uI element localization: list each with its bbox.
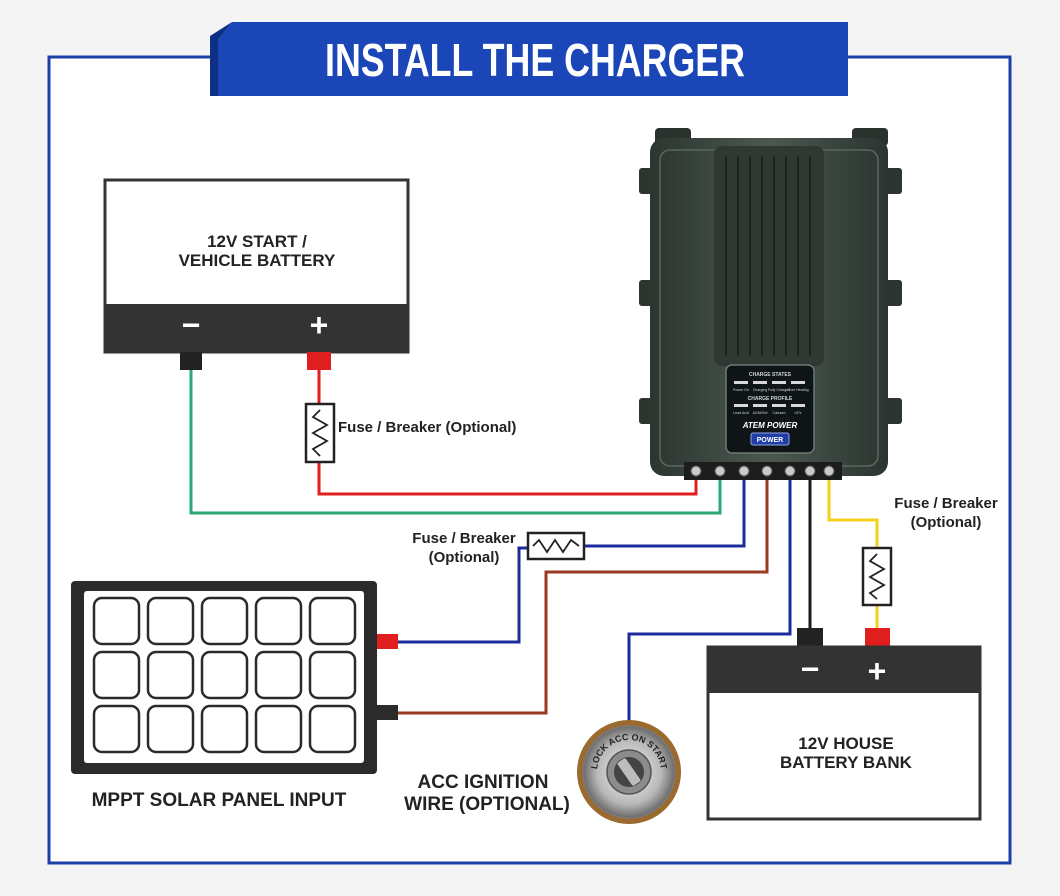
solar-cell: [308, 650, 357, 700]
solar-cell: [308, 704, 357, 754]
charge-state-4: Over Heating: [787, 388, 808, 392]
solar-cell: [92, 596, 141, 646]
fuse-solar-label-line1: Fuse / Breaker: [412, 530, 516, 547]
house-battery-negative-terminal: [797, 628, 823, 647]
solar-negative-terminal: [377, 705, 398, 720]
fuse-solar-label-line2: (Optional): [429, 549, 500, 566]
start-battery-negative-terminal: [180, 352, 202, 370]
charge-state-1: Power On: [733, 388, 749, 392]
ignition-label-line1: ACC IGNITION: [418, 772, 549, 793]
ignition-switch: LOCK ACC ON START ACC IGNITION WIRE (OPT…: [404, 720, 681, 824]
charge-profile-4: LiFe: [795, 411, 802, 415]
solar-cell: [92, 650, 141, 700]
wire-solar-negative: [398, 478, 769, 715]
start-battery: 12V START / VEHICLE BATTERY − +: [103, 178, 410, 370]
fuse-start: Fuse / Breaker (Optional): [304, 402, 516, 464]
solar-panel-label: MPPT SOLAR PANEL INPUT: [92, 790, 347, 811]
wire-start-negative: [189, 370, 722, 515]
charger-display-panel: CHARGE STATES Power On Charging Fully Ch…: [725, 364, 815, 454]
solar-positive-terminal: [377, 634, 398, 649]
house-battery-label-line1: 12V HOUSE: [798, 734, 893, 753]
dc-dc-charger: CHARGE STATES Power On Charging Fully Ch…: [639, 128, 902, 480]
solar-cell: [146, 704, 195, 754]
fuse-house-label-line2: (Optional): [911, 514, 982, 531]
start-battery-minus-sign: −: [182, 307, 201, 343]
fuse-start-label: Fuse / Breaker (Optional): [338, 419, 516, 436]
solar-cell: [200, 596, 249, 646]
charge-states-title: CHARGE STATES: [749, 372, 792, 378]
charger-brand-logo: ATEM POWER: [742, 421, 798, 430]
wire-solar-positive: [398, 546, 528, 644]
start-battery-label-line2: VEHICLE BATTERY: [179, 251, 336, 270]
wire-solar-positive-2: [584, 478, 746, 548]
fuse-house: Fuse / Breaker (Optional): [861, 495, 998, 607]
fuse-house-label-line1: Fuse / Breaker: [894, 495, 998, 512]
solar-cell: [254, 704, 303, 754]
solar-cell: [308, 596, 357, 646]
solar-cell: [200, 650, 249, 700]
house-battery-minus-sign: −: [801, 651, 820, 687]
wire-house-positive: [827, 478, 879, 548]
charge-state-3: Fully Charged: [768, 388, 790, 392]
solar-panel: MPPT SOLAR PANEL INPUT: [71, 581, 398, 811]
house-battery-label-line2: BATTERY BANK: [780, 753, 913, 772]
solar-cell: [254, 650, 303, 700]
charge-profile-2: AGM/Gel: [753, 411, 768, 415]
page-title: INSTALL THE CHARGER: [325, 34, 745, 86]
charge-profile-title: CHARGE PROFILE: [748, 396, 793, 402]
solar-cell: [254, 596, 303, 646]
wires: [189, 370, 879, 724]
charge-profile-1: Lead Acid: [733, 411, 749, 415]
start-battery-label-line1: 12V START /: [207, 232, 307, 251]
fuse-solar: Fuse / Breaker (Optional): [412, 530, 586, 566]
house-battery-plus-sign: +: [868, 653, 887, 689]
solar-cell: [200, 704, 249, 754]
title-banner: INSTALL THE CHARGER: [210, 22, 848, 96]
power-button-label: POWER: [757, 437, 783, 444]
solar-cell: [146, 596, 195, 646]
start-battery-plus-sign: +: [310, 307, 329, 343]
charger-terminals: [690, 465, 835, 477]
wire-start-positive-2: [317, 462, 698, 496]
wire-ignition: [627, 478, 792, 724]
power-button[interactable]: [750, 432, 790, 446]
solar-cell: [92, 704, 141, 754]
charge-profile-3: Calcium: [773, 411, 786, 415]
charge-state-2: Charging: [753, 388, 768, 392]
house-battery-positive-terminal: [865, 628, 890, 647]
house-battery: − + 12V HOUSE BATTERY BANK: [706, 628, 982, 821]
start-battery-positive-terminal: [307, 352, 331, 370]
ignition-label-line2: WIRE (OPTIONAL): [404, 794, 570, 815]
solar-cell: [146, 650, 195, 700]
